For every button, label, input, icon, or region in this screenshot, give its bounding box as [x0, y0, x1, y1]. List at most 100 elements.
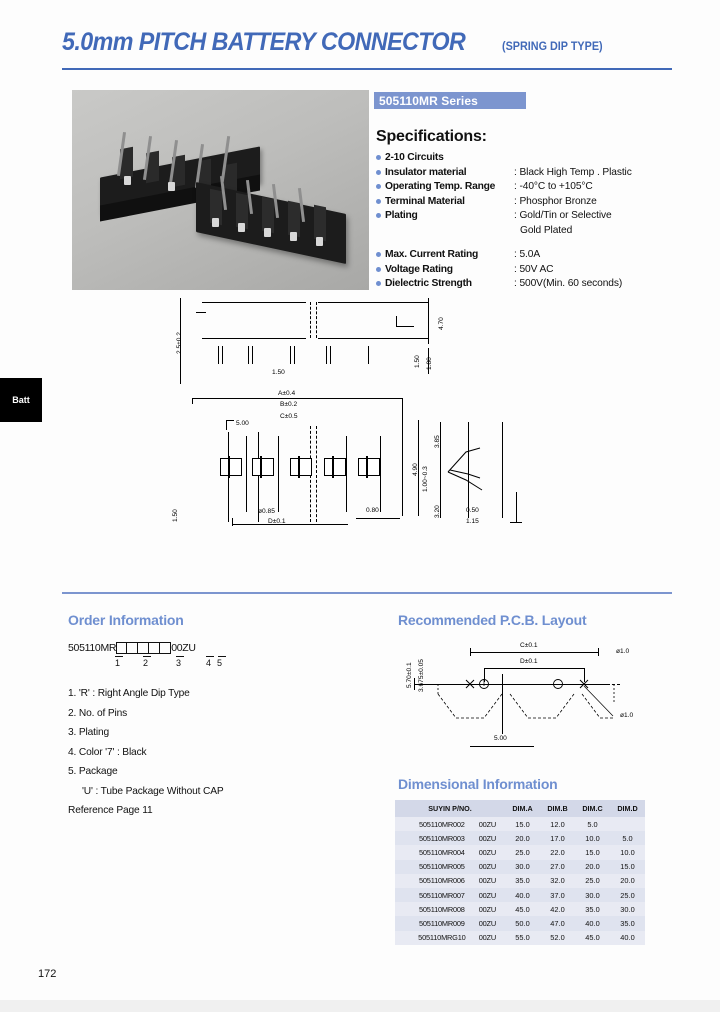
order-code-box: [149, 642, 161, 654]
cell-dim-d: [610, 817, 645, 831]
spec-plating-continuation: Gold Plated: [520, 224, 573, 236]
cell-dim-a: 30.0: [515, 862, 530, 872]
order-code-box: [160, 642, 172, 654]
spec-value-text: : -40°C to +105°C: [514, 181, 593, 193]
spec-label: Max. Current Rating: [376, 249, 514, 260]
cell-dim-c: 5.0: [587, 819, 598, 829]
order-line-2: 2. No. of Pins: [68, 707, 128, 719]
pcb-dim-D: D±0.1: [520, 658, 538, 665]
bullet-icon: [376, 251, 381, 257]
cell-dim-c: 35.0: [585, 904, 600, 914]
pcb-layout-drawing: 5.70±0.1 3.675±0.05 C±0.1 D±0.1 ø: [398, 634, 648, 759]
pcb-dim-hole2: ø1.0: [620, 712, 634, 719]
dim-0p50: 0.50: [466, 507, 479, 514]
order-marker: 2: [143, 658, 149, 668]
spec-label-text: Terminal Material: [385, 195, 465, 207]
spec-label: Voltage Rating: [376, 264, 514, 275]
spec-row-temp-range: Operating Temp. Range : -40°C to +105°C: [376, 181, 686, 196]
page-title: 5.0mm PITCH BATTERY CONNECTOR(SPRING DIP…: [62, 28, 672, 57]
spec-value-text: : Phosphor Bronze: [514, 195, 597, 207]
cell-dim-b: 52.0: [550, 933, 565, 943]
product-photo: [72, 90, 369, 290]
spec-label-text: Insulator material: [385, 166, 467, 178]
specifications-heading: Specifications:: [376, 128, 487, 145]
order-code-diagram: 505110MR 00ZU: [68, 642, 196, 654]
dim-C: C±0.5: [280, 413, 298, 420]
dim-1p50-side: 1.50: [414, 355, 421, 368]
dimensional-information-table: SUYIN P/NO. DIM.A DIM.B DIM.C DIM.D 5051…: [395, 800, 645, 945]
spec-label: 2-10 Circuits: [376, 152, 514, 163]
dim-5p00: 5.00: [236, 420, 249, 427]
cell-dim-c: 40.0: [585, 918, 600, 928]
dim-1p15: 1.15: [466, 518, 479, 525]
header-divider: [62, 68, 672, 70]
spec-row-dielectric: Dielectric Strength : 500V(Min. 60 secon…: [376, 278, 686, 293]
col-part-number: SUYIN P/NO.: [395, 800, 505, 817]
cell-dim-d: 20.0: [620, 876, 635, 886]
page-number: 172: [38, 968, 57, 980]
spec-row-plating: Plating : Gold/Tin or Selective: [376, 210, 686, 225]
spec-value-text: : 500V(Min. 60 seconds): [514, 278, 623, 290]
dim-1p50-left: 1.50: [172, 509, 179, 522]
order-marker: 3: [176, 658, 182, 668]
col-dim-b: DIM.B: [540, 800, 575, 817]
spec-label-text: Voltage Rating: [385, 263, 453, 275]
dim-4p70: 4.70: [438, 317, 445, 330]
cell-dim-a: 50.0: [515, 918, 530, 928]
spring-contact-detail: [447, 447, 483, 491]
order-code-markers: 1 2 3 4 5: [68, 656, 248, 672]
bullet-icon: [376, 213, 381, 219]
dim-1p50-top: 1.50: [272, 369, 285, 376]
series-badge: 505110MR Series: [374, 92, 526, 109]
spec-row-circuits: 2-10 Circuits: [376, 152, 686, 167]
spec-value-text: : Black High Temp . Plastic: [514, 166, 632, 178]
order-marker: 1: [115, 658, 121, 668]
bullet-icon: [376, 155, 381, 160]
spec-label-text: Operating Temp. Range: [385, 181, 496, 193]
cell-dim-b: 42.0: [550, 904, 565, 914]
spec-label-text: Dielectric Strength: [385, 278, 472, 290]
order-code-box: [116, 642, 128, 654]
spec-value-text: : Gold/Tin or Selective: [514, 210, 612, 222]
cell-dim-b: 12.0: [550, 819, 565, 829]
spec-label: Insulator material: [376, 167, 514, 178]
order-line-5: 5. Package: [68, 766, 118, 777]
spec-value-text: : 50V AC: [514, 263, 554, 275]
order-package-note: 'U' : Tube Package Without CAP: [82, 785, 224, 797]
cell-dim-d: 15.0: [620, 862, 635, 872]
footer-bar: [0, 1000, 720, 1012]
order-line-1: 1. 'R' : Right Angle Dip Type: [68, 688, 190, 699]
bullet-icon: [376, 281, 381, 287]
dim-3p85: 3.85: [434, 435, 441, 448]
pcb-dim-hole1: ø1.0: [616, 648, 630, 655]
pcb-layout-heading: Recommended P.C.B. Layout: [398, 612, 587, 628]
order-code-box: [127, 642, 139, 654]
cell-dim-c: 10.0: [585, 833, 600, 843]
spec-row-current: Max. Current Rating : 5.0A: [376, 249, 686, 264]
dim-D: D±0.1: [268, 518, 286, 525]
engineering-drawings: 2.5±0.2 4.70 1.50 1.80 1.50 A±0.4 B±0.2 …: [150, 296, 580, 576]
col-dim-c: DIM.C: [575, 800, 610, 817]
cell-dim-c: 15.0: [585, 847, 600, 857]
spec-label: Terminal Material: [376, 196, 514, 207]
cell-dim-c: 20.0: [585, 862, 600, 872]
cell-dim-b: 32.0: [550, 876, 565, 886]
pcb-dim-5p00: 5.00: [494, 735, 507, 742]
cell-dim-d: 25.0: [620, 890, 635, 900]
cell-dim-d: 40.0: [620, 933, 635, 943]
dim-B: B±0.2: [280, 401, 298, 408]
order-reference-page: Reference Page 11: [68, 805, 153, 816]
order-information-heading: Order Information: [68, 612, 184, 628]
order-code-boxes: [116, 642, 172, 654]
bullet-icon: [376, 266, 381, 272]
